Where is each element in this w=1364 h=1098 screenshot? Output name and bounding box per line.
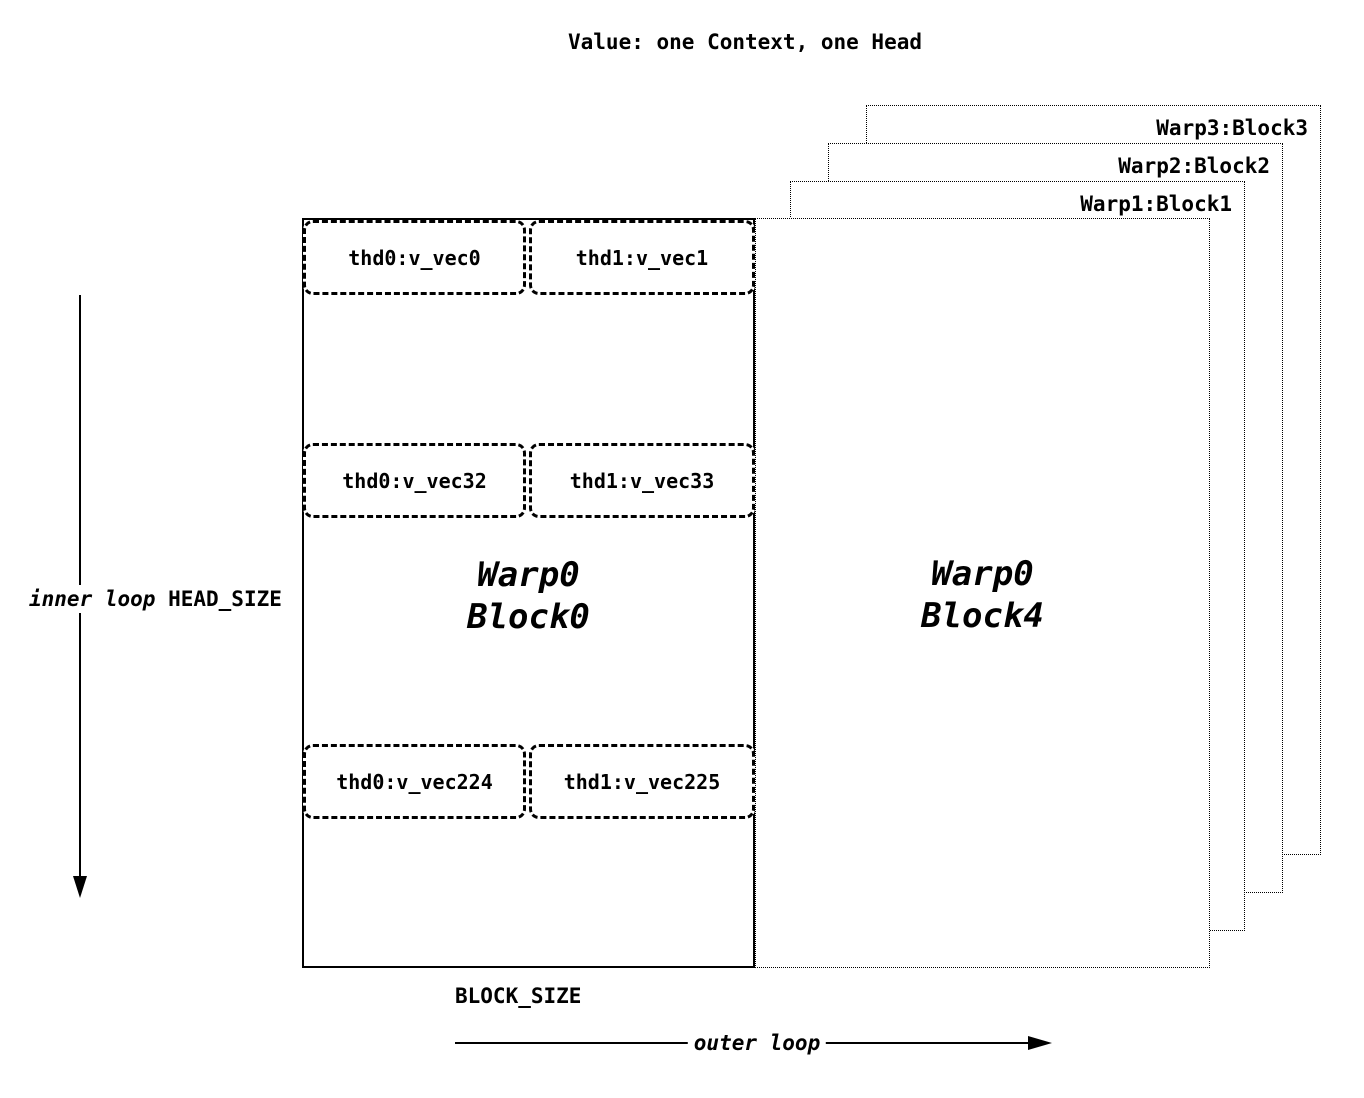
block-warp0-block0-line2: Block0 [467,597,590,637]
block-warp0-block4-line1: Warp0 [931,554,1034,594]
block-warp0-block4: Warp0 Block4 [755,218,1210,968]
cell-thd1-v-vec1: thd1:v_vec1 [529,220,755,295]
block-warp0-block4-line2: Block4 [921,596,1044,636]
block-warp0-block4-label: Warp0 Block4 [756,553,1209,637]
cell-thd1-v-vec33: thd1:v_vec33 [529,443,755,518]
outer-loop-label: outer loop [687,1031,827,1055]
diagram-title: Value: one Context, one Head [567,30,923,54]
cell-thd1-v-vec225: thd1:v_vec225 [529,744,755,819]
block-warp1-block1-label: Warp1:Block1 [1080,192,1232,216]
block-warp0-block0-label: Warp0 Block0 [304,554,753,638]
inner-loop-text: inner loop [29,587,156,611]
block-warp3-block3-label: Warp3:Block3 [1156,116,1308,140]
block-size-label: BLOCK_SIZE [455,984,582,1008]
block-warp0-block0: Warp0 Block0 [302,218,755,968]
cell-thd0-v-vec32: thd0:v_vec32 [303,443,526,518]
cell-thd0-v-vec224: thd0:v_vec224 [303,744,526,819]
inner-loop-label: inner loop HEAD_SIZE [25,585,286,613]
block-warp0-block0-line1: Warp0 [477,555,580,595]
head-size-text: HEAD_SIZE [168,587,282,611]
block-warp2-block2-label: Warp2:Block2 [1118,154,1270,178]
cell-thd0-v-vec0: thd0:v_vec0 [303,220,526,295]
